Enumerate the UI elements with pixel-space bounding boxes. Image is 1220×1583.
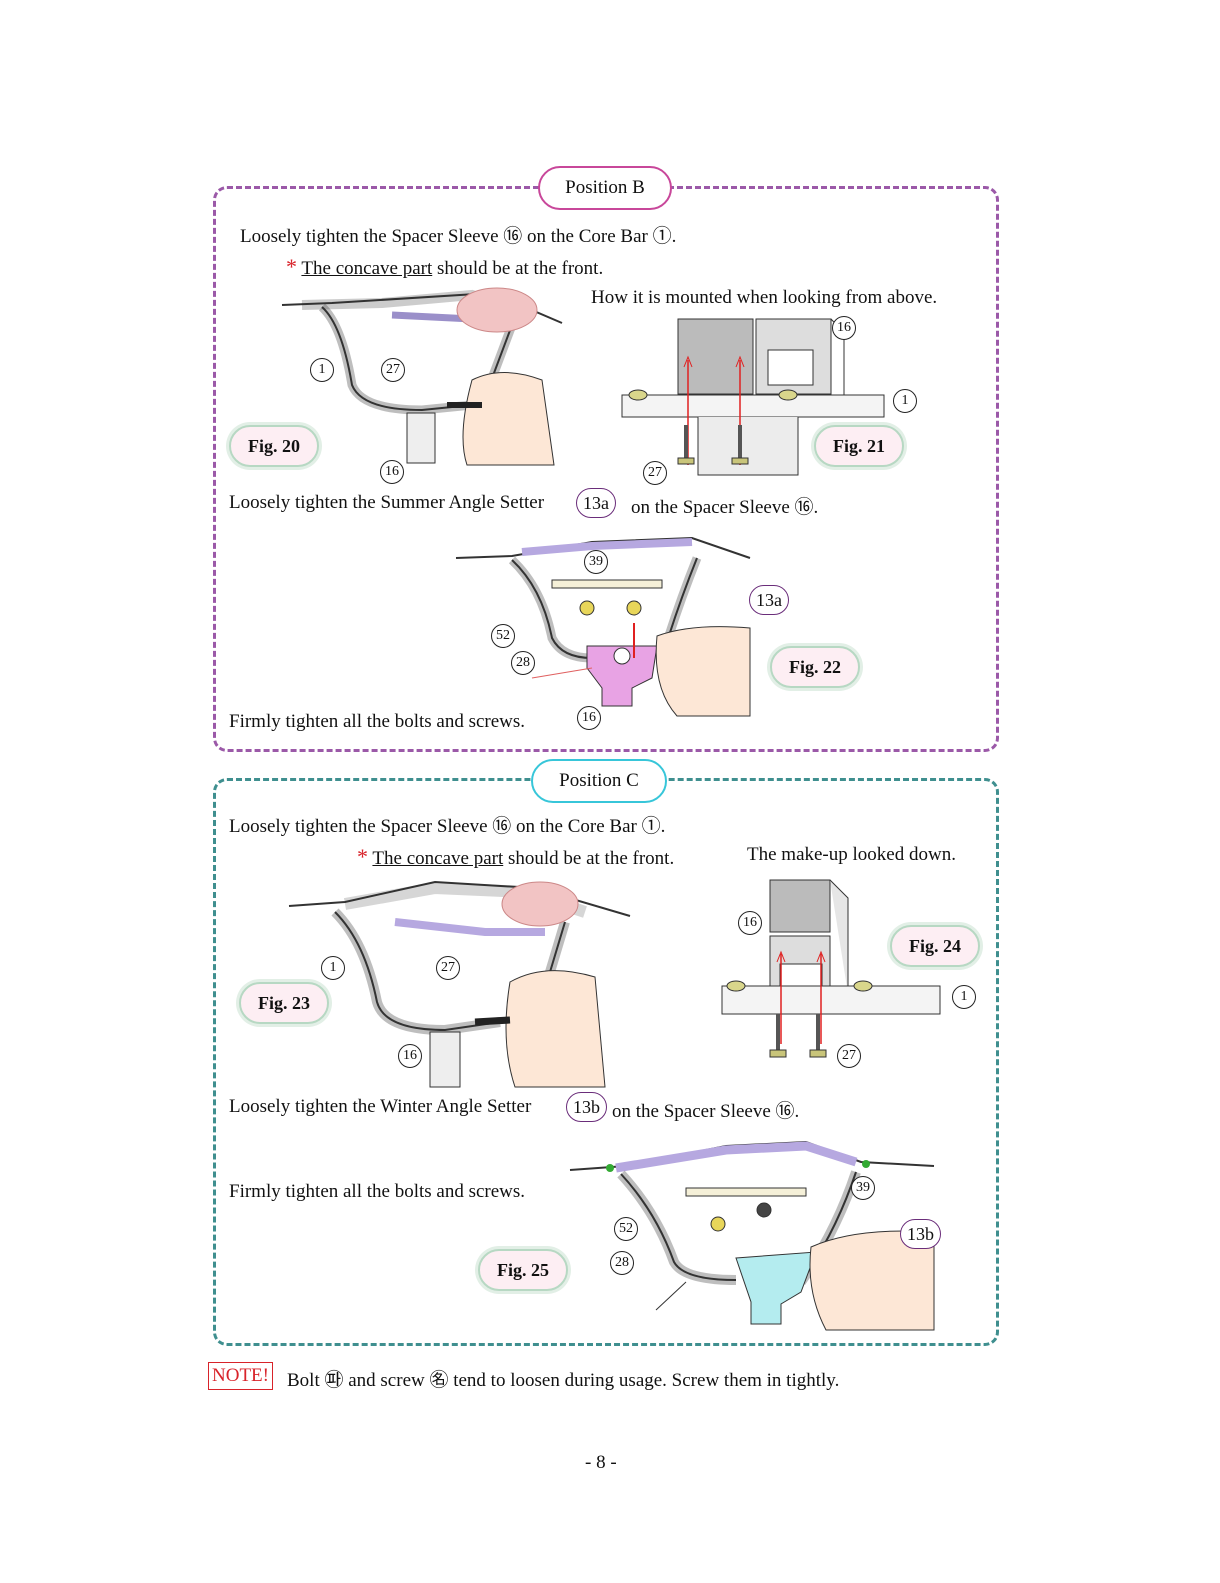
note-text: Bolt ㉺ and screw ㊔ tend to loosen during…: [287, 1370, 840, 1391]
position-b-concave-note: * The concave part should be at the fron…: [286, 254, 604, 279]
label-28-fig22: 28: [511, 651, 535, 675]
label-16-fig21: 16: [832, 316, 856, 340]
label-16-fig22: 16: [577, 706, 601, 730]
position-c-step2: Loosely tighten the Winter Angle Setter: [229, 1096, 532, 1117]
label-1-fig21: 1: [893, 389, 917, 413]
fig-24-label: Fig. 24: [890, 925, 980, 967]
position-c-title: Position C: [531, 759, 667, 803]
position-c-step1: Loosely tighten the Spacer Sleeve ⑯ on t…: [229, 816, 666, 837]
label-39-fig22: 39: [584, 550, 608, 574]
fig-25-label: Fig. 25: [478, 1249, 568, 1291]
fig20-illustration: [281, 287, 563, 466]
part-13a-label: 13a: [749, 585, 789, 615]
label-27-fig23: 27: [436, 956, 460, 980]
asterisk-icon: *: [357, 844, 368, 869]
position-b-step2: Loosely tighten the Summer Angle Setter: [229, 492, 545, 513]
fig23-illustration: [288, 880, 631, 1088]
label-16-fig23: 16: [398, 1044, 422, 1068]
label-1-fig20: 1: [310, 358, 334, 382]
label-27-fig21: 27: [643, 461, 667, 485]
position-b-view-caption: How it is mounted when looking from abov…: [591, 287, 938, 308]
fig-22-label: Fig. 22: [770, 646, 860, 688]
page-number: - 8 -: [585, 1452, 617, 1473]
note-badge: NOTE!: [208, 1362, 273, 1390]
asterisk-icon: *: [286, 254, 297, 279]
fig-21-label: Fig. 21: [814, 425, 904, 467]
label-1-fig24: 1: [952, 985, 976, 1009]
part-13b-label: 13b: [900, 1219, 941, 1249]
position-b-step3: Firmly tighten all the bolts and screws.: [229, 711, 526, 732]
label-16-fig20: 16: [380, 460, 404, 484]
fig21-illustration: [621, 318, 885, 476]
position-c-step3: Firmly tighten all the bolts and screws.: [229, 1181, 526, 1202]
label-28-fig25: 28: [610, 1251, 634, 1275]
fig-20-label: Fig. 20: [229, 425, 319, 467]
fig24-illustration: [721, 879, 941, 1058]
label-16-fig24: 16: [738, 911, 762, 935]
label-52-fig22: 52: [491, 624, 515, 648]
part-13b-badge: 13b: [566, 1092, 607, 1122]
position-c-step2-tail: on the Spacer Sleeve ⑯.: [612, 1101, 800, 1122]
fig22-illustration: [455, 536, 751, 717]
fig25-illustration: [569, 1140, 935, 1331]
position-c-view-caption: The make-up looked down.: [747, 844, 956, 865]
label-27-fig24: 27: [837, 1044, 861, 1068]
label-52-fig25: 52: [614, 1217, 638, 1241]
part-13a-badge: 13a: [576, 488, 616, 518]
label-1-fig23: 1: [321, 956, 345, 980]
position-c-concave-note: * The concave part should be at the fron…: [357, 844, 675, 869]
label-39-fig25: 39: [851, 1176, 875, 1200]
fig-23-label: Fig. 23: [239, 982, 329, 1024]
label-27-fig20: 27: [381, 358, 405, 382]
position-b-title: Position B: [538, 166, 672, 210]
position-b-step2-tail: on the Spacer Sleeve ⑯.: [631, 497, 819, 518]
position-b-step1: Loosely tighten the Spacer Sleeve ⑯ on t…: [240, 226, 677, 247]
